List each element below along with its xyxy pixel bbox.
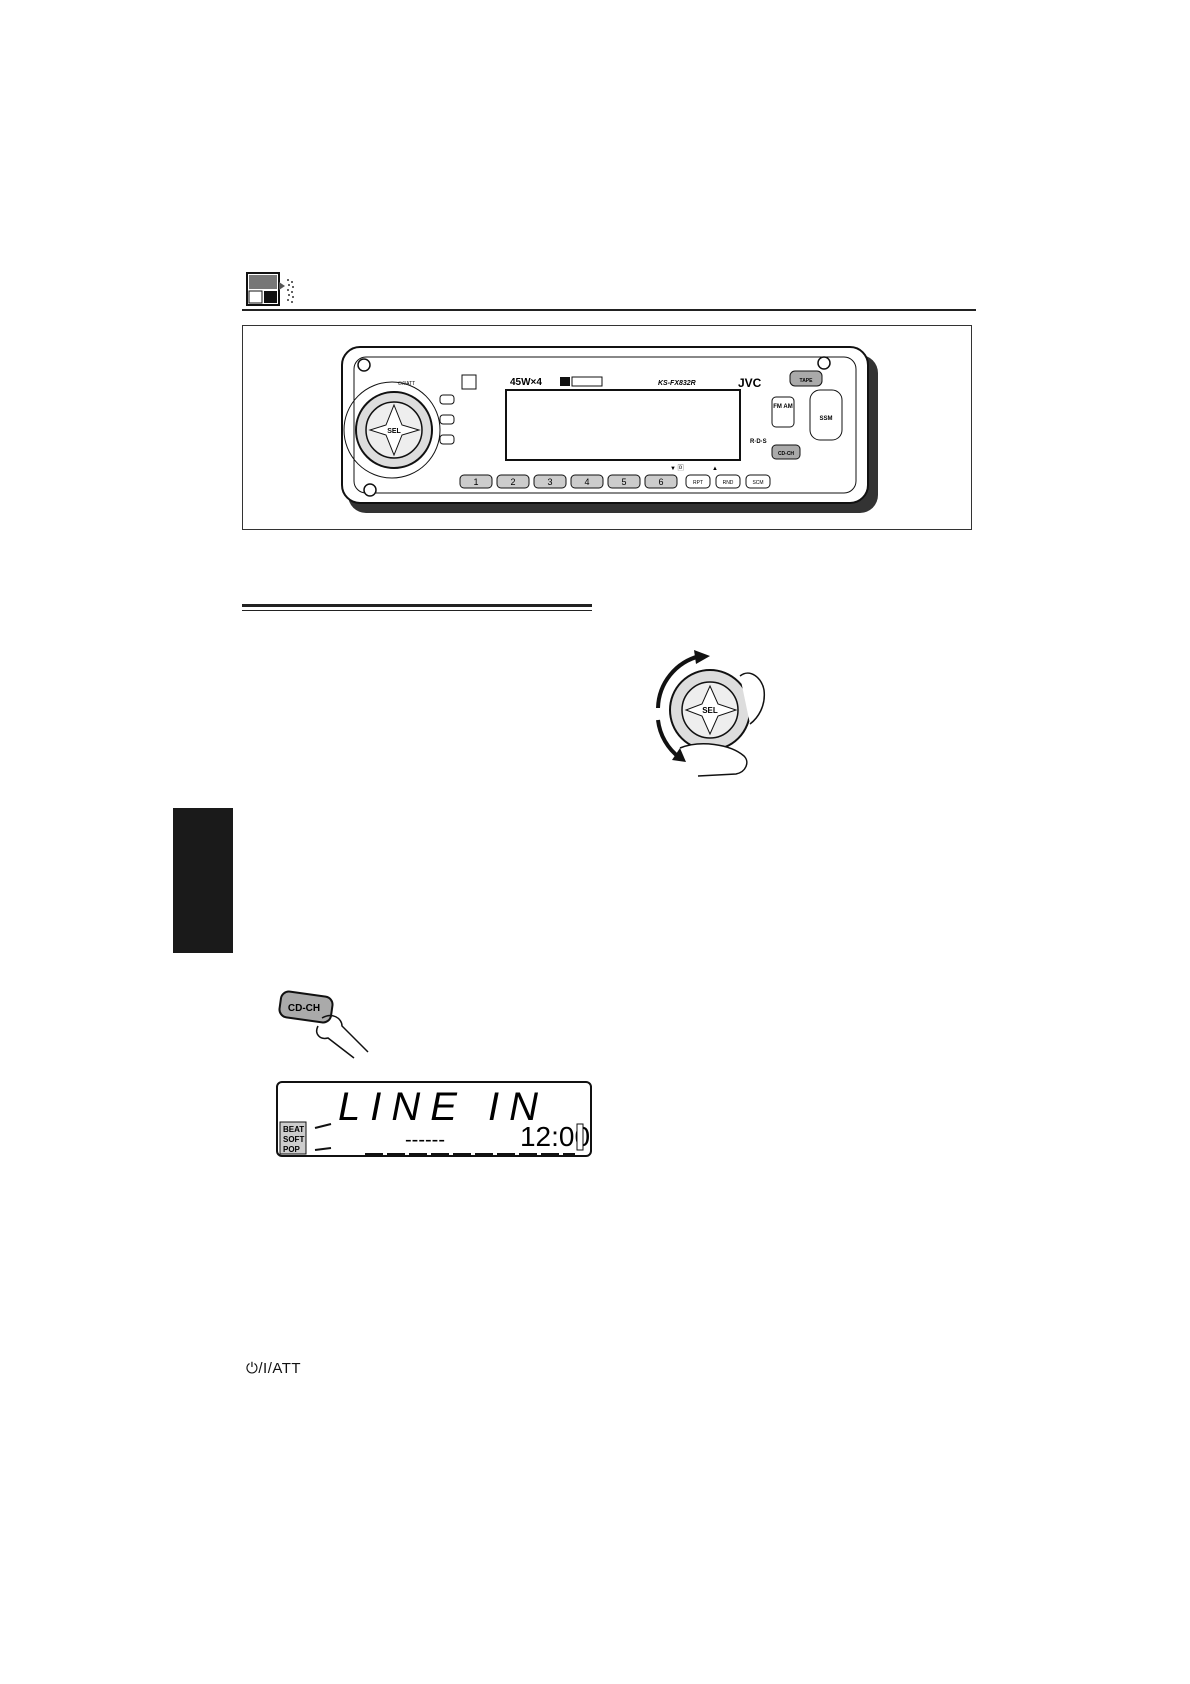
preset-button-3[interactable] — [533, 474, 567, 489]
disc-up-label: ▲ — [712, 466, 718, 472]
rpt-button[interactable] — [685, 474, 711, 489]
cd-ch-button[interactable]: CD-CH — [778, 451, 794, 457]
preset-label-3: 3 — [547, 477, 552, 487]
sound-mode-beat: BEAT — [283, 1125, 304, 1134]
rpt-label: RPT — [693, 480, 703, 486]
model-name: KS-FX832R — [658, 380, 696, 387]
preset-button-1[interactable] — [459, 474, 493, 489]
lcd-dashes: ------ — [405, 1129, 445, 1151]
section-rule-thin — [242, 610, 592, 611]
preset-label-2: 2 — [510, 477, 515, 487]
section-rule — [242, 604, 592, 607]
preset-buttons: 1 2 3 4 5 6 RPT RND SCM — [459, 474, 771, 489]
fm-am-button[interactable]: FM AM — [773, 404, 792, 410]
scm-label: SCM — [752, 480, 763, 486]
source-select-icon — [246, 272, 294, 306]
disc-down-label: ▼ 🄳 — [670, 465, 684, 472]
preset-button-4[interactable] — [570, 474, 604, 489]
sel-knob-label[interactable]: SEL — [387, 428, 401, 435]
scm-button[interactable] — [745, 474, 771, 489]
preset-button-5[interactable] — [607, 474, 641, 489]
rnd-label: RND — [723, 480, 734, 486]
preset-label-5: 5 — [621, 477, 626, 487]
power-att-footer-label: ⏻/I/ATT — [246, 1360, 302, 1377]
lcd-main-text: LINE IN — [338, 1085, 548, 1129]
header-rule — [242, 309, 976, 311]
preset-button-2[interactable] — [496, 474, 530, 489]
faceplate-frame — [242, 325, 972, 530]
preset-button-6[interactable] — [644, 474, 678, 489]
sound-mode-pop: POP — [283, 1145, 301, 1154]
cd-ch-illustration-label: CD-CH — [288, 1003, 320, 1014]
rnd-button[interactable] — [715, 474, 741, 489]
sound-mode-soft: SOFT — [283, 1135, 304, 1144]
preset-label-4: 4 — [584, 477, 589, 487]
lcd-display: LINE IN BEAT SOFT POP ------ 12:00 — [276, 1081, 592, 1157]
cd-ch-press-illustration: CD-CH — [278, 990, 369, 1059]
ssm-button[interactable]: SSM — [819, 416, 832, 422]
section-side-tab — [173, 808, 233, 953]
power-rating: 45W×4 — [510, 377, 542, 388]
preset-label-1: 1 — [473, 477, 478, 487]
brand-logo: JVC — [738, 376, 762, 390]
dial-sel-label: SEL — [702, 706, 718, 715]
preset-label-6: 6 — [658, 477, 663, 487]
rds-logo: R·D·S — [750, 439, 767, 445]
tape-button[interactable]: TAPE — [800, 378, 814, 384]
dial-rotate-illustration: SEL — [656, 650, 766, 777]
